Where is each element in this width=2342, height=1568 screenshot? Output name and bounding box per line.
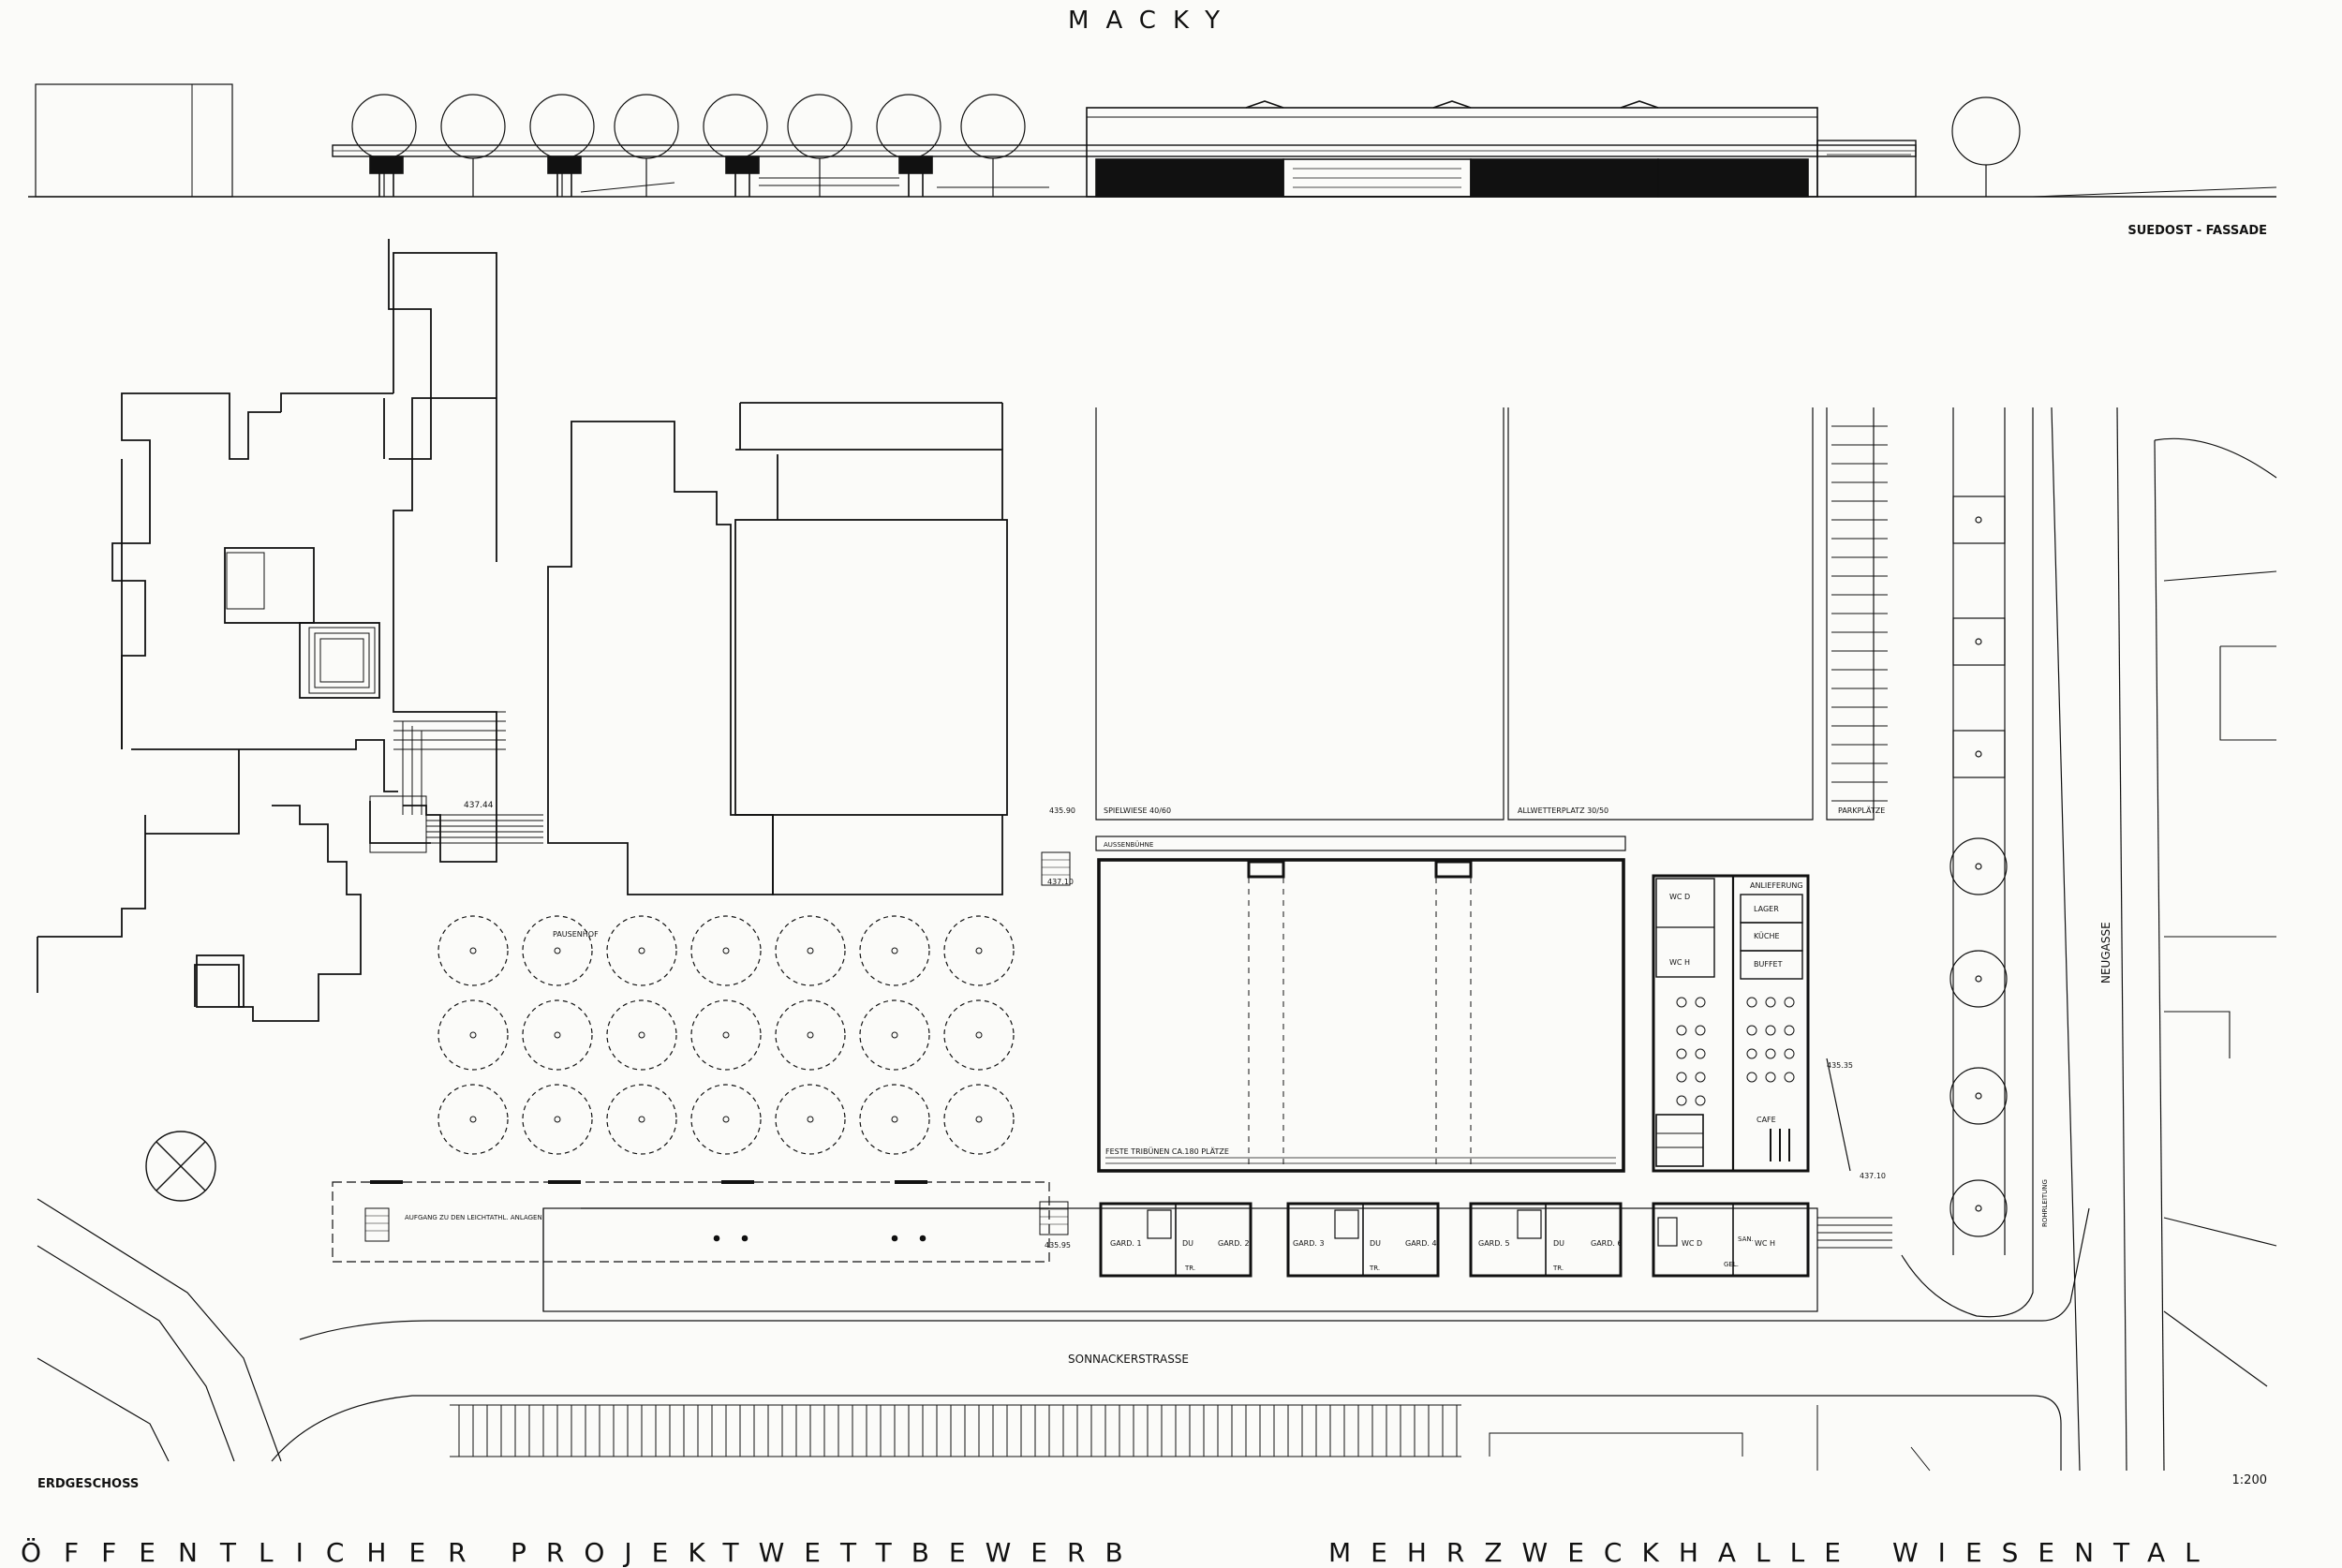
pausenhof-label: PAUSENHOF bbox=[553, 930, 599, 939]
cafe-tables bbox=[1676, 997, 1795, 1106]
gard2-label: GARD. 2 bbox=[1218, 1239, 1250, 1248]
du-label: DU bbox=[1182, 1239, 1193, 1248]
tr-label: TR. bbox=[1369, 1265, 1380, 1272]
zugang-label: AUFGANG ZU DEN LEICHTATHL. ANLAGEN bbox=[405, 1214, 542, 1221]
spielwiese-label: SPIELWIESE 40/60 bbox=[1104, 806, 1171, 815]
marker-circle bbox=[145, 1131, 216, 1202]
parking-stripes bbox=[1831, 425, 1888, 802]
scale-label: 1:200 bbox=[2232, 1473, 2267, 1487]
project-code: MACKY bbox=[1068, 7, 1237, 35]
sonnackerstrasse-label: SONNACKERSTRASSE bbox=[1068, 1353, 1189, 1366]
main-hall bbox=[1097, 858, 1625, 1173]
elevation-mark: 437.44 bbox=[464, 801, 494, 810]
site-plan: 437.44 bbox=[37, 239, 2277, 1472]
tr-label: TR. bbox=[1552, 1265, 1564, 1272]
title-word-2: PROJEKTWETTBEWERB bbox=[511, 1537, 1143, 1568]
tree-grid bbox=[437, 915, 1015, 1155]
changing-rooms bbox=[1099, 1202, 1892, 1278]
service-wing bbox=[1652, 874, 1810, 1173]
covered-walkway bbox=[332, 1180, 1818, 1312]
existing-school-building bbox=[37, 252, 497, 1022]
gel-label: GEL. bbox=[1724, 1261, 1739, 1268]
gard3-label: GARD. 3 bbox=[1293, 1239, 1325, 1248]
wc-h-bottom-label: WC H bbox=[1755, 1239, 1775, 1248]
aussenbuehne-label: AUSSENBÜHNE bbox=[1104, 840, 1153, 849]
anlieferung-label: ANLIEFERUNG bbox=[1750, 881, 1803, 890]
elevation-mark: 435.95 bbox=[1045, 1241, 1071, 1250]
wc-h-top-label: WC H bbox=[1669, 958, 1690, 967]
du-label: DU bbox=[1370, 1239, 1381, 1248]
elevation-mark: 435.90 bbox=[1049, 806, 1075, 815]
elevation-mark: 437.10 bbox=[1860, 1172, 1886, 1180]
floor-label: ERDGESCHOSS bbox=[37, 1477, 139, 1491]
lager-label: LAGER bbox=[1754, 905, 1779, 913]
feste-tribuenen-label: FESTE TRIBÜNEN CA.180 PLÄTZE bbox=[1105, 1146, 1229, 1156]
existing-middle-building bbox=[383, 239, 1008, 895]
neighbour-plots bbox=[2163, 570, 2277, 1247]
elevation-drawing bbox=[28, 83, 2277, 198]
sports-fields bbox=[1095, 407, 1875, 821]
cafe-label: CAFE bbox=[1756, 1116, 1776, 1124]
sanitaet-label: SAN. bbox=[1738, 1235, 1754, 1243]
courtyard-steps bbox=[226, 552, 543, 853]
rohrleitung-label: ROHRLEITUNG bbox=[2041, 1179, 2049, 1227]
bottom-title: ÖFFENTLICHER PROJEKTWETTBEWERB MEHRZWECK… bbox=[21, 1536, 2219, 1568]
kueche-label: KÜCHE bbox=[1754, 931, 1780, 940]
street-network bbox=[37, 407, 2277, 1472]
outdoor-stage bbox=[1095, 836, 1626, 851]
wc-d-top-label: WC D bbox=[1669, 893, 1690, 901]
elevation-mark: 435.35 bbox=[1827, 1061, 1853, 1070]
title-word-1: ÖFFENTLICHER bbox=[21, 1536, 489, 1568]
street-trees bbox=[1949, 407, 2008, 1255]
tree-grid-centers bbox=[469, 947, 983, 1123]
facade-label: SUEDOST - FASSADE bbox=[2127, 224, 2267, 238]
gard1-label: GARD. 1 bbox=[1110, 1239, 1142, 1248]
du-label: DU bbox=[1553, 1239, 1564, 1248]
allwetterplatz-label: ALLWETTERPLATZ 30/50 bbox=[1518, 806, 1608, 815]
tr-label: TR. bbox=[1184, 1265, 1195, 1272]
parkplaetze-label: PARKPLÄTZE bbox=[1838, 806, 1885, 815]
elevation-mark: 437.10 bbox=[1047, 878, 1074, 886]
gard4-label: GARD. 4 bbox=[1405, 1239, 1437, 1248]
lower-parking bbox=[450, 1404, 1931, 1472]
neugasse-label: NEUGASSE bbox=[2099, 922, 2112, 984]
gard6-label: GARD. 6 bbox=[1591, 1239, 1623, 1248]
title-word-3: MEHRZWECKHALLE bbox=[1328, 1537, 1860, 1568]
bueffet-label: BUFFET bbox=[1754, 960, 1783, 969]
gard5-label: GARD. 5 bbox=[1478, 1239, 1510, 1248]
title-word-4: WIESENTAL bbox=[1892, 1537, 2219, 1568]
wc-d-bottom-label: WC D bbox=[1682, 1239, 1702, 1248]
